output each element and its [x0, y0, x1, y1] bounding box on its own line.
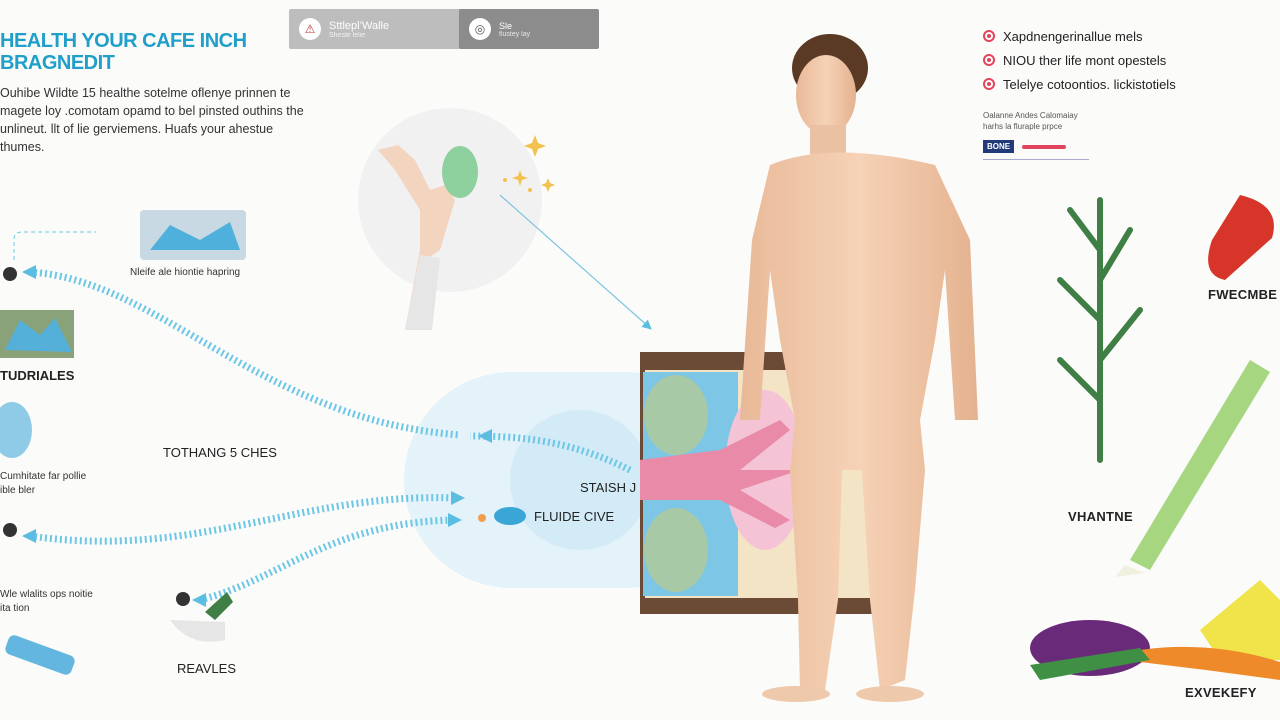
carrot-icon	[1140, 646, 1280, 680]
heart-icon	[983, 78, 995, 90]
info-circle-icon	[983, 54, 995, 66]
info-circle-icon	[983, 30, 995, 42]
legend-badge: BONE	[983, 140, 1015, 153]
badge-subtitle: Sheste lelie	[329, 31, 366, 39]
legend: Xapdnengerinallue mels NIOU ther life mo…	[983, 24, 1176, 160]
vegetables	[1030, 195, 1280, 680]
node-markers	[3, 267, 190, 606]
badge-title: Sttlepl’Walle	[329, 19, 390, 32]
header-badge-2[interactable]: ◎ Sle flustey lay	[459, 9, 599, 49]
pepper-label: FWECMBE	[1208, 287, 1278, 302]
legend-item: NIOU ther life mont opestels	[983, 48, 1176, 72]
cumhitate-label: Cumhitate far pollie ible bler	[0, 471, 87, 496]
tudriales-label: TUDRIALES	[0, 368, 75, 383]
tissue-cross-section	[640, 352, 890, 614]
bowl-icon	[170, 620, 225, 642]
legend-badge-row: BONE	[983, 140, 1176, 153]
badge-subtitle: flustey lay	[499, 30, 531, 38]
scallion-icon	[1130, 360, 1270, 570]
yellow-pepper-icon	[1200, 580, 1280, 660]
title-line-2: BRAGNEDIT	[0, 52, 115, 74]
human-figure	[740, 34, 978, 702]
legend-item: Telelye cotoontios. lickistotiels	[983, 72, 1176, 96]
greens-label: VHANTNE	[1068, 509, 1133, 524]
badge-title: Sle	[499, 20, 513, 31]
title-line-1: HEALTH YOUR CAFE INCH	[0, 30, 247, 52]
herb-icon	[1057, 197, 1143, 463]
header-badge-1[interactable]: ⚠ Sttlepl’Walle Sheste lelie	[289, 9, 474, 49]
wlsahts-label: Wle wlalits ops noitie ita tion	[0, 589, 93, 614]
legend-divider	[983, 159, 1089, 160]
warning-icon: ⚠	[299, 18, 321, 40]
intro-text: Ouhibe Wildte 15 healthe sotelme oflenye…	[0, 86, 304, 154]
staish-label: STAISH J	[580, 480, 637, 495]
green-drop	[442, 146, 478, 198]
tothang-label: TOTHANG 5 CHES	[163, 445, 277, 460]
legend-color-bar	[1022, 144, 1067, 149]
tube-icon	[5, 635, 75, 675]
pepper-icon	[1208, 195, 1274, 280]
legend-note: Oalanne Andes Calomaiay harhs la flurapl…	[983, 111, 1078, 131]
arrow-heads	[22, 265, 492, 607]
top-photo-caption: Nleife ale hiontie hapring	[130, 267, 241, 278]
reavles-label: REAVLES	[177, 661, 237, 676]
sparkles-icon	[503, 135, 555, 192]
hand-illustration	[378, 145, 478, 330]
fish-icon	[494, 507, 526, 525]
globe-icon: ◎	[469, 18, 491, 40]
page-title: HEALTH YOUR CAFE INCH BRAGNEDIT	[0, 30, 247, 74]
fluide-label: FLUIDE CIVE	[534, 509, 615, 524]
legend-item: Xapdnengerinallue mels	[983, 24, 1176, 48]
person-photo	[0, 402, 32, 458]
eggplant-label: EXVEKEFY	[1185, 685, 1257, 700]
flow-arrows	[29, 268, 632, 604]
